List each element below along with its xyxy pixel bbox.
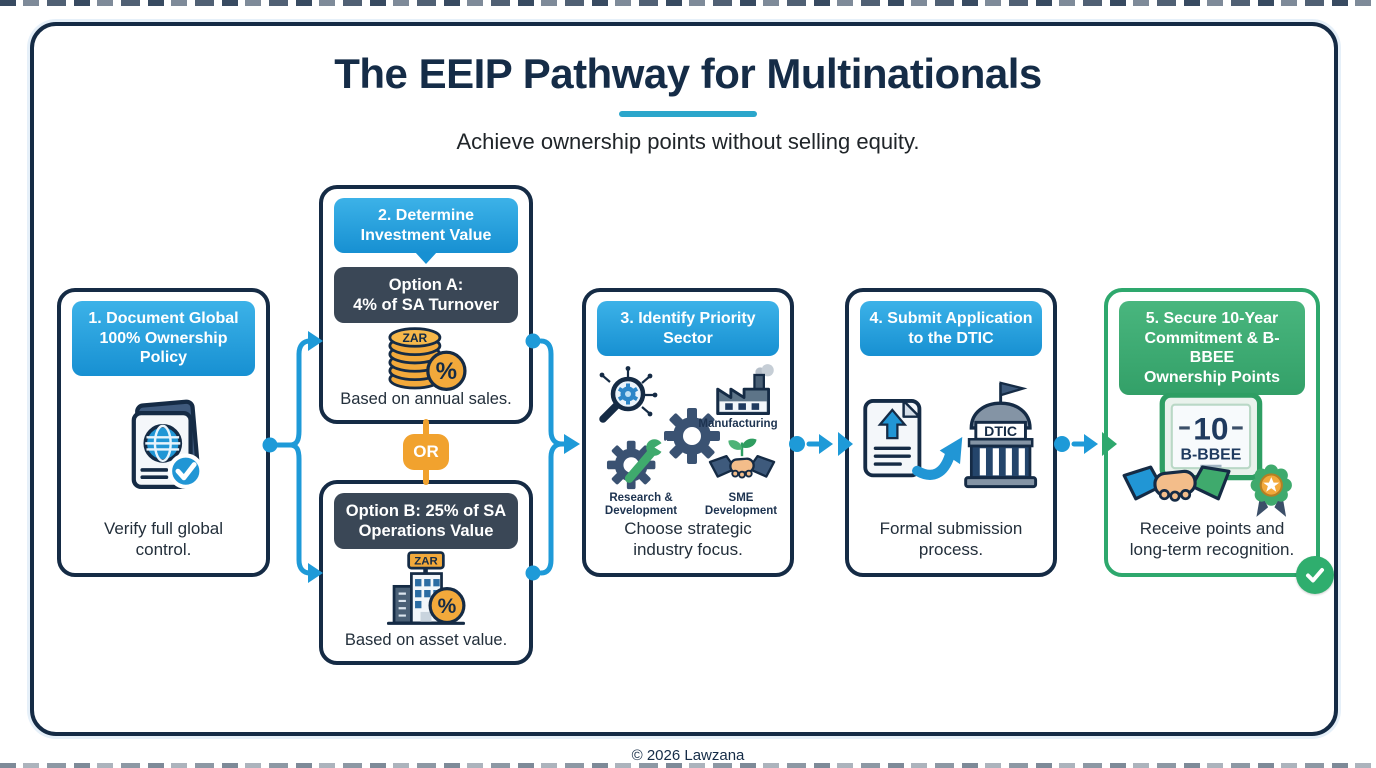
step1-header-line1: 1. Document Global <box>88 310 239 327</box>
step2-header-line1: 2. Determine <box>377 207 475 224</box>
step4-header-line2: to the DTIC <box>908 329 994 347</box>
step3-header-line2: Sector <box>663 329 713 347</box>
sector-label-manufacturing: Manufacturing <box>698 418 778 431</box>
bbbee-award-icon: 10 B-BBEE <box>1122 392 1292 517</box>
step5-icon-area: 10 B-BBEE <box>1108 392 1316 517</box>
dtic-label: DTIC <box>984 423 1017 439</box>
step3-header-line1: 3. Identify Priority <box>620 310 756 327</box>
page-subtitle: Achieve ownership points without selling… <box>456 129 920 154</box>
decorative-bottom-strip <box>0 763 1376 768</box>
check-circle-icon <box>1296 556 1334 594</box>
option-a-badge: Option A: 4% of SA Turnover <box>334 267 518 324</box>
option-b-line1: Option B: 25% of SA <box>345 502 507 520</box>
factory-icon <box>716 364 774 416</box>
option-a-line2: 4% of SA Turnover <box>353 296 499 315</box>
award-rosette-icon <box>1250 464 1292 517</box>
step1-box: 1. Document Global 100% Ownership Policy… <box>57 288 270 577</box>
title-underline <box>619 111 757 117</box>
page-title: The EEIP Pathway for Multinationals <box>334 50 1042 97</box>
document-globe-check-icon <box>131 399 204 489</box>
step5-header: 5. Secure 10-Year Commitment & B-BBEE Ow… <box>1119 301 1305 396</box>
step3-header: 3. Identify Priority Sector <box>597 301 779 357</box>
percent-label: % <box>436 358 457 385</box>
step2-option-b-box: Option B: 25% of SA Operations Value ZAR… <box>319 480 533 665</box>
step3-caption: Choose strategic industry focus. <box>624 518 752 559</box>
step4-header-line1: 4. Submit Application <box>869 310 1033 327</box>
zar-label: ZAR <box>403 331 428 345</box>
step1-icon-area <box>61 376 266 518</box>
step2-option-a-box: 2. Determine Investment Value Option A: … <box>319 185 533 424</box>
sector-label-sme-development: SME Development <box>704 492 778 518</box>
zar-coin-stack-percent-icon: ZAR % <box>388 327 467 392</box>
step4-icon-area: DTIC <box>849 356 1053 517</box>
government-building-icon: DTIC <box>964 381 1038 488</box>
step4-caption: Formal submission process. <box>879 518 1023 559</box>
step5-caption: Receive points and long-term recognition… <box>1129 518 1295 559</box>
sector-icon-cluster: Manufacturing Research & Development SME… <box>590 360 786 517</box>
copyright-footer: © 2026 Lawzana <box>631 747 745 764</box>
step4-header: 4. Submit Application to the DTIC <box>860 301 1042 357</box>
percent-label: % <box>438 595 457 618</box>
option-a-icon-area: ZAR % <box>323 323 529 392</box>
option-b-line2: Operations Value <box>358 522 494 541</box>
wrench-gear-icon <box>606 439 668 490</box>
step1-header: 1. Document Global 100% Ownership Policy <box>72 301 255 376</box>
step1-caption: Verify full global control. <box>103 518 224 559</box>
decorative-top-strip <box>0 0 1376 6</box>
step1-header-line2: 100% Ownership Policy <box>99 329 228 367</box>
handshake-icon <box>1122 465 1231 502</box>
certificate-icon: 10 B-BBEE <box>1159 392 1263 481</box>
sector-label-research-development: Research & Development <box>604 492 678 518</box>
step5-header-line1: 5. Secure 10-Year <box>1145 310 1279 327</box>
step4-box: 4. Submit Application to the DTIC DTIC <box>845 288 1057 577</box>
submit-application-icon: DTIC <box>863 381 1038 488</box>
step2-header-line2: Investment Value <box>360 226 492 244</box>
research-magnifier-icon <box>599 366 658 423</box>
certificate-value: 10 <box>1193 410 1228 446</box>
certificate-label: B-BBEE <box>1181 446 1242 463</box>
step5-header-line2: Commitment & B-BBEE <box>1144 329 1280 367</box>
option-b-icon-area: ZAR % <box>323 549 529 630</box>
step3-box: 3. Identify Priority Sector <box>582 288 794 577</box>
zar-building-percent-icon: ZAR % <box>386 551 466 625</box>
option-b-badge: Option B: 25% of SA Operations Value <box>334 493 518 550</box>
document-upload-icon <box>863 398 922 478</box>
step5-header-line3: Ownership Points <box>1143 368 1280 386</box>
curved-arrow-icon <box>912 436 963 480</box>
handshake-sprout-icon <box>708 438 776 479</box>
step5-box: 5. Secure 10-Year Commitment & B-BBEE Ow… <box>1104 288 1320 577</box>
option-a-line1: Option A: <box>388 276 464 295</box>
zar-label: ZAR <box>414 555 437 567</box>
step2-header: 2. Determine Investment Value <box>334 198 518 265</box>
gear-icon <box>664 408 720 465</box>
option-b-caption: Based on asset value. <box>344 631 508 650</box>
or-badge: OR <box>403 434 449 470</box>
option-a-caption: Based on annual sales. <box>340 390 512 409</box>
